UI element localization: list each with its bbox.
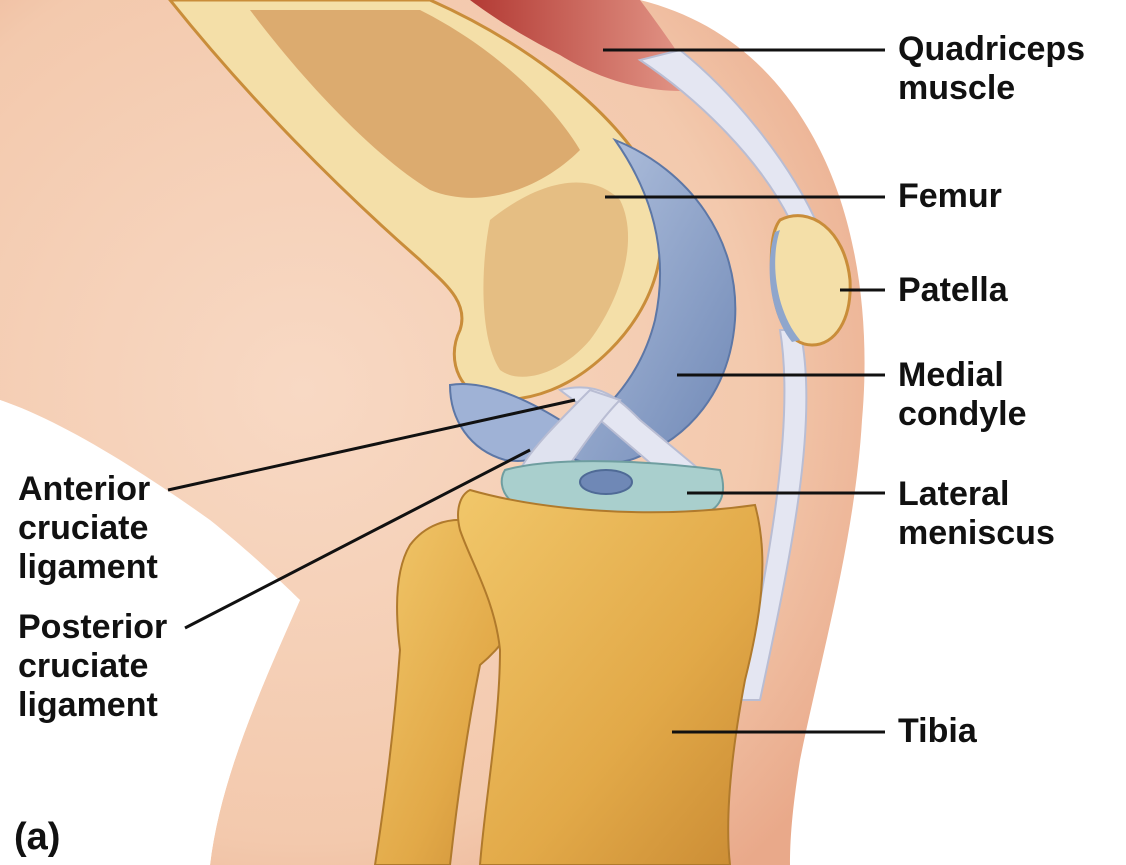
label-line: Tibia [898, 712, 977, 751]
label-femur: Femur [898, 177, 1002, 216]
label-posterior-cruciate-ligament: Posterior cruciate ligament [18, 608, 167, 725]
label-medial-condyle: Medial condyle [898, 356, 1026, 434]
meniscus-opening [580, 470, 632, 494]
label-lateral-meniscus: Lateral meniscus [898, 475, 1055, 553]
label-line: ligament [18, 686, 167, 725]
label-line: Anterior [18, 470, 158, 509]
label-quadriceps-muscle: Quadriceps muscle [898, 30, 1085, 108]
label-line: condyle [898, 395, 1026, 434]
label-line: Medial [898, 356, 1026, 395]
label-line: ligament [18, 548, 158, 587]
label-line: Posterior [18, 608, 167, 647]
label-line: Patella [898, 271, 1008, 310]
label-line: muscle [898, 69, 1085, 108]
label-line: cruciate [18, 509, 158, 548]
label-anterior-cruciate-ligament: Anterior cruciate ligament [18, 470, 158, 587]
tibia-bone [458, 490, 762, 865]
panel-label: (a) [14, 818, 60, 857]
label-patella: Patella [898, 271, 1008, 310]
label-line: cruciate [18, 647, 167, 686]
label-line: Lateral [898, 475, 1055, 514]
label-tibia: Tibia [898, 712, 977, 751]
label-line: meniscus [898, 514, 1055, 553]
label-line: Quadriceps [898, 30, 1085, 69]
label-line: Femur [898, 177, 1002, 216]
